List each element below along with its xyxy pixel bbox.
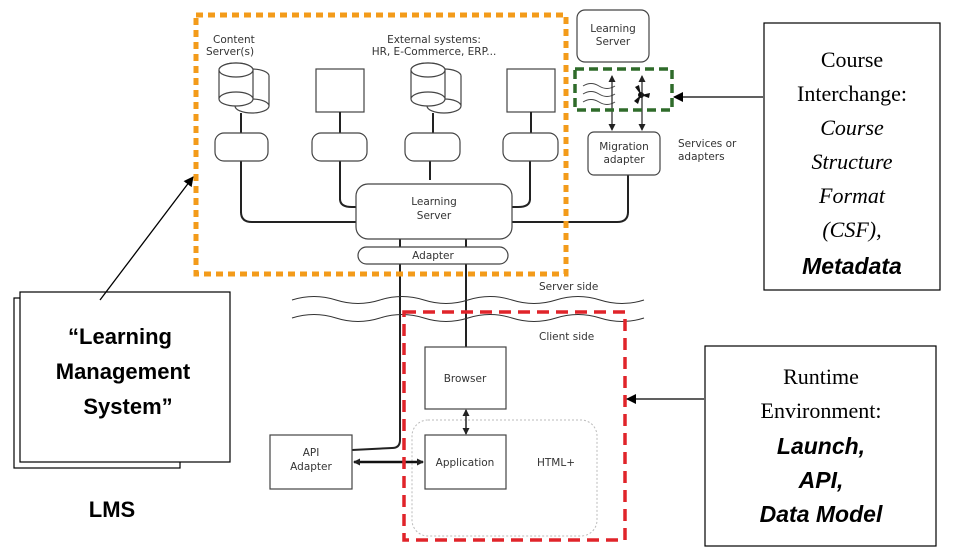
adapter-bar — [357, 246, 509, 265]
rt-line-3: Launch, — [777, 433, 865, 459]
rt-line-4: API, — [798, 467, 844, 493]
runtime-callout: Runtime Environment: Launch, API, Data M… — [704, 345, 937, 547]
adapter-pill-3 — [404, 132, 461, 162]
migration-adapter-label-2: adapter — [603, 154, 645, 166]
lms-line-1: “Learning — [68, 324, 172, 349]
server-connections — [240, 161, 629, 451]
rt-line-2: Environment: — [761, 398, 882, 423]
api-adapter-label-2: Adapter — [290, 461, 332, 473]
adapter-pill-2 — [311, 132, 368, 162]
browser-label: Browser — [444, 373, 487, 385]
ci-line-2: Interchange: — [797, 81, 907, 106]
runtime-region-border — [402, 310, 627, 542]
ci-line-1: Course — [821, 47, 883, 72]
server-side-divider — [291, 296, 645, 304]
ci-line-5: Format — [818, 183, 886, 208]
browser-box — [424, 346, 507, 410]
api-adapter-box — [269, 434, 353, 490]
html-plus-label: HTML+ — [537, 457, 575, 469]
lms-line-2: Management — [56, 359, 191, 384]
wave-mark — [582, 91, 616, 97]
lms-label: LMS — [89, 497, 135, 522]
html-plus-region — [411, 419, 598, 537]
content-server-db-left — [218, 62, 270, 114]
client-side-label: Client side — [539, 331, 594, 343]
ci-line-3: Course — [820, 115, 884, 140]
wave-mark — [582, 99, 616, 105]
ci-line-7: Metadata — [802, 253, 902, 279]
services-or-adapters-label-1: Services or — [678, 138, 737, 150]
external-system-box-1 — [315, 68, 365, 113]
ci-line-4: Structure — [811, 149, 892, 174]
adapter-pill-4 — [502, 132, 559, 162]
content-servers-label-1: Content — [213, 34, 255, 46]
lms-callout: “Learning Management System” — [13, 291, 231, 469]
rt-line-5: Data Model — [760, 501, 883, 527]
learning-server-top — [576, 9, 650, 63]
content-server-db-right — [410, 62, 462, 114]
learning-server-top-label-1: Learning — [590, 23, 636, 35]
adapter-pill-1 — [214, 132, 269, 162]
wave-mark — [582, 83, 616, 89]
external-systems-label-2: HR, E-Commerce, ERP... — [372, 46, 497, 58]
adapter-bar-label: Adapter — [412, 250, 454, 262]
learning-server-center-label-2: Server — [417, 210, 452, 222]
services-or-adapters-label-2: adapters — [678, 151, 725, 163]
lms-region-border — [193, 12, 569, 277]
server-side-label: Server side — [539, 281, 598, 293]
ci-line-6: (CSF), — [822, 217, 881, 242]
learning-server-top-label-2: Server — [596, 36, 631, 48]
application-label: Application — [436, 457, 495, 469]
application-box — [424, 434, 507, 490]
content-servers-label-2: Server(s) — [206, 46, 254, 58]
lms-arrow — [99, 176, 194, 301]
lms-line-3: System” — [83, 394, 172, 419]
interchange-region-border — [573, 67, 674, 112]
course-interchange-callout: Course Interchange: Course Structure For… — [763, 22, 941, 291]
learning-server-center-label-1: Learning — [411, 196, 457, 208]
external-systems-label-1: External systems: — [387, 34, 481, 46]
client-side-divider — [291, 314, 645, 322]
api-adapter-label-1: API — [303, 447, 320, 459]
rt-line-1: Runtime — [783, 364, 859, 389]
migration-adapter — [587, 131, 661, 176]
migration-adapter-label-1: Migration — [599, 141, 649, 153]
external-system-box-2 — [506, 68, 556, 113]
learning-server-center — [355, 183, 513, 240]
